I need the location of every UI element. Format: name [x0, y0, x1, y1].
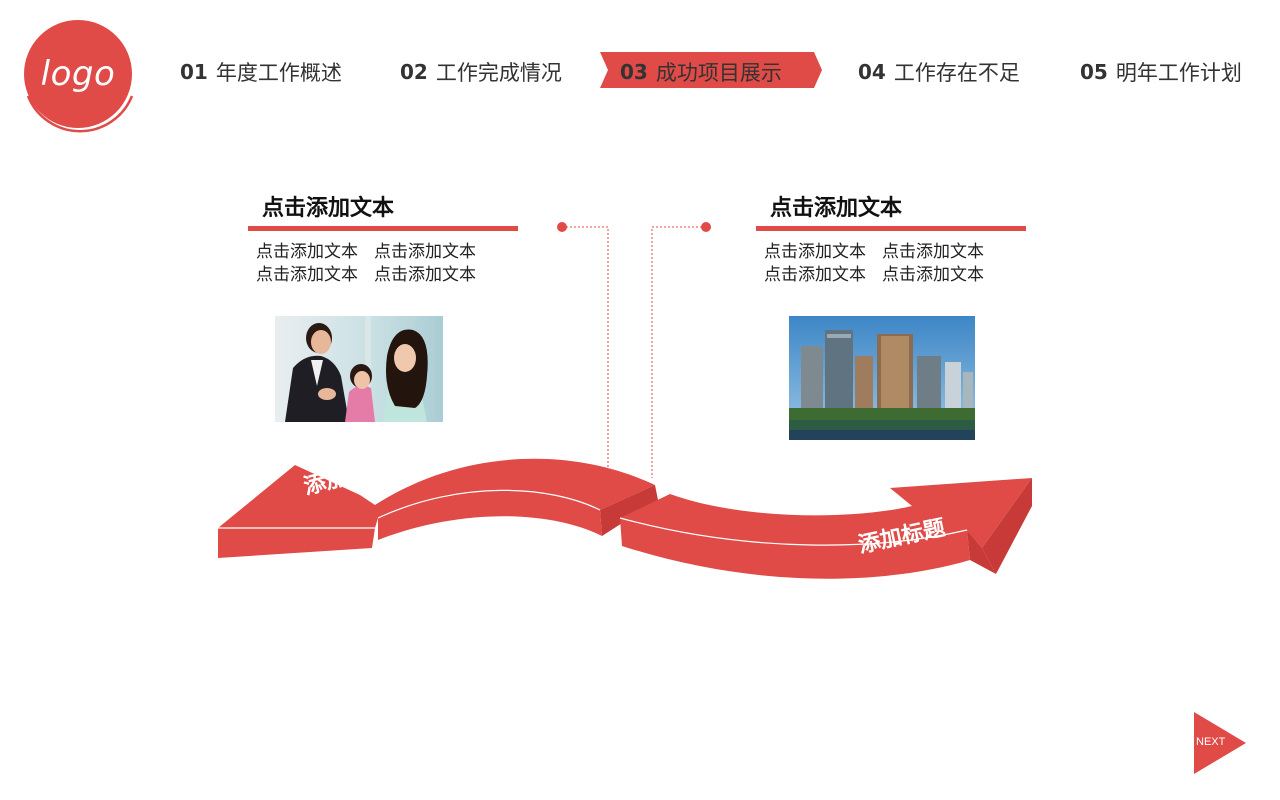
nav-item-number: 05 [1080, 60, 1108, 84]
nav-item-01[interactable]: 01 年度工作概述 [180, 58, 342, 86]
photo-city [789, 316, 975, 440]
right-section-text: 点击添加文本 点击添加文本 点击添加文本 点击添加文本 [764, 241, 984, 287]
logo: logo [20, 18, 136, 134]
right-section-title: 点击添加文本 [770, 196, 903, 221]
nav-item-number: 02 [400, 60, 428, 84]
connector-lines [557, 222, 711, 478]
nav-item-label: 明年工作计划 [1115, 61, 1242, 85]
logo-text: logo [40, 54, 116, 94]
nav-item-number: 04 [858, 60, 886, 84]
logo-circle: logo [24, 20, 132, 128]
next-label[interactable]: NEXT [1196, 736, 1226, 748]
nav-item-label: 工作存在不足 [893, 61, 1020, 85]
text-line: 点击添加文本 [764, 265, 866, 285]
left-section-title: 点击添加文本 [262, 196, 395, 221]
nav-item-03[interactable]: 03 成功项目展示 [620, 58, 782, 86]
nav-item-number: 03 [620, 60, 648, 84]
left-title-underline [248, 226, 518, 231]
nav-item-04[interactable]: 04 工作存在不足 [858, 58, 1020, 86]
text-line: 点击添加文本 [764, 242, 866, 262]
text-line: 点击添加文本 [256, 242, 358, 262]
next-button[interactable] [1192, 712, 1248, 774]
nav-item-label: 年度工作概述 [215, 61, 342, 85]
right-arrow [619, 478, 1032, 579]
nav-item-02[interactable]: 02 工作完成情况 [400, 58, 562, 86]
text-line: 点击添加文本 [882, 265, 984, 285]
nav-item-number: 01 [180, 60, 208, 84]
text-line: 点击添加文本 [882, 242, 984, 262]
text-line: 点击添加文本 [256, 265, 358, 285]
nav-item-label: 成功项目展示 [655, 61, 782, 85]
text-line: 点击添加文本 [374, 265, 476, 285]
text-line: 点击添加文本 [374, 242, 476, 262]
left-section-text: 点击添加文本 点击添加文本 点击添加文本 点击添加文本 [256, 241, 476, 287]
right-title-underline [756, 226, 1026, 231]
left-arrow [218, 458, 658, 558]
logo-ring [26, 95, 134, 133]
nav-item-label: 工作完成情况 [435, 61, 562, 85]
photo-people [275, 316, 443, 422]
nav-item-05[interactable]: 05 明年工作计划 [1080, 58, 1242, 86]
active-tab-background [600, 52, 822, 88]
